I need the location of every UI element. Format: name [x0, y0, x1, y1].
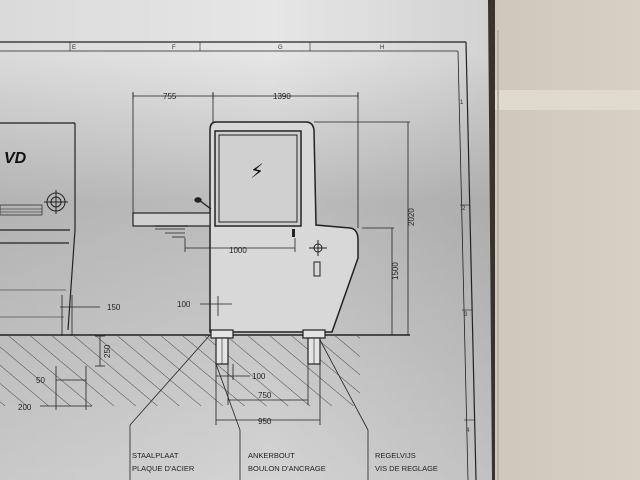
handle-icon — [194, 197, 212, 210]
crosshair-icon — [44, 190, 68, 214]
lightning-icon: ⚡ — [250, 159, 264, 183]
row-number: 2 — [462, 206, 466, 212]
indicator-slot — [313, 261, 321, 277]
floor-hatching — [0, 336, 360, 406]
note-anchor-bolt: ANKERBOUT — [248, 451, 295, 460]
note-adjust-screw-fr: VIS DE REGLAGE — [375, 464, 438, 473]
dim-750: 750 — [258, 391, 272, 400]
row-number: 1 — [460, 100, 464, 106]
table-extension — [132, 212, 211, 238]
column-letter: G — [278, 45, 283, 51]
rotary-knob-icon — [309, 240, 327, 256]
column-letter: F — [172, 45, 176, 51]
machine-feet — [210, 329, 326, 365]
small-marker — [292, 229, 295, 237]
dim-1390: 1390 — [273, 92, 291, 101]
dim-2020: 2020 — [407, 208, 416, 226]
row-number: 3 — [464, 312, 468, 318]
logo-text: VD — [4, 150, 27, 167]
row-number: 4 — [466, 428, 470, 434]
callout-leaders — [129, 334, 369, 480]
page-highlight — [495, 90, 640, 110]
adjacent-page — [495, 0, 640, 480]
sheet-frame — [0, 41, 477, 480]
dim-100-spacing: 100 — [252, 372, 266, 381]
dim-950: 950 — [258, 417, 272, 426]
dim-250: 250 — [103, 344, 112, 358]
note-anchor-bolt-fr: BOULON D'ANCRAGE — [248, 464, 326, 473]
note-steel-plate: STAALPLAAT — [132, 451, 179, 460]
dim-200: 200 — [18, 403, 32, 412]
note-adjust-screw: REGELVIJS — [375, 451, 416, 460]
left-machine — [0, 122, 76, 331]
column-letter: H — [380, 45, 384, 51]
control-panel — [214, 130, 302, 227]
note-steel-plate-fr: PLAQUE D'ACIER — [132, 464, 195, 473]
dim-50: 50 — [36, 376, 45, 385]
dim-100-foot: 100 — [177, 300, 191, 309]
dim-150: 150 — [107, 303, 121, 312]
dim-1000: 1000 — [229, 246, 247, 255]
control-panel-inner — [218, 134, 298, 223]
column-letter: E — [72, 45, 76, 51]
dim-1500: 1500 — [391, 262, 400, 280]
dimension-lines — [40, 92, 410, 425]
dim-755: 755 — [163, 92, 177, 101]
